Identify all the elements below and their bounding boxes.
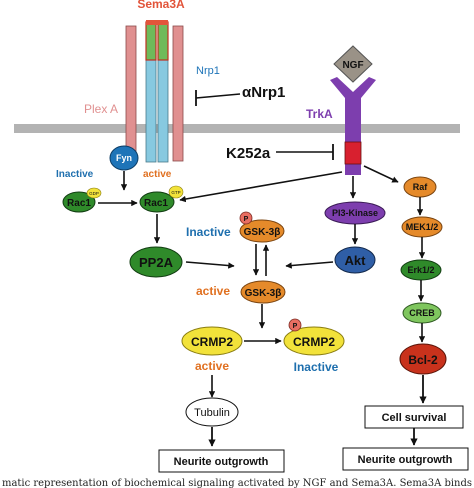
gsk-active-label: GSK-3β — [245, 288, 282, 299]
trka-label: TrkA — [306, 107, 333, 121]
phospho-gsk-badge — [239, 211, 253, 225]
arrow-akt-to-gsk — [285, 261, 334, 269]
inactive-crmp2-label: Inactive — [294, 360, 339, 374]
neurite-outgrowth-right-label: Neurite outgrowth — [358, 454, 453, 466]
gdp-node — [86, 187, 102, 199]
gtp-label: GTP — [171, 190, 180, 195]
sema3a-label: Sema3A — [137, 0, 185, 11]
akt-node — [334, 246, 376, 274]
inactive-rac1-label: Inactive — [56, 169, 94, 180]
tubulin-node — [185, 397, 239, 427]
k252a-label: K252a — [226, 145, 271, 162]
rac1-active-node — [139, 191, 175, 213]
plexa-right-bar — [172, 25, 184, 162]
arrow-trka-to-raf — [363, 165, 399, 183]
rac1-active-label: Rac1 — [144, 198, 168, 209]
creb-label: CREB — [409, 308, 435, 318]
crmp2-active-label: CRMP2 — [191, 335, 233, 349]
fyn-node — [109, 145, 139, 171]
cell-survival-label: Cell survival — [382, 412, 447, 424]
tubulin-label: Tubulin — [194, 407, 230, 419]
gdp-label: GDP — [89, 191, 99, 196]
active-crmp2-label: active — [195, 359, 229, 373]
gsk-inactive-node — [239, 219, 285, 243]
sema3a-ligand-left — [145, 21, 157, 61]
figure-caption: matic representation of biochemical sign… — [2, 478, 472, 488]
neurite-outgrowth-left-label: Neurite outgrowth — [174, 456, 269, 468]
pi3k-label: PI3-Kinase — [332, 208, 378, 218]
crmp2-inactive-label: CRMP2 — [293, 335, 335, 349]
inactive-gsk-label: Inactive — [186, 225, 231, 239]
gsk-inactive-label: GSK-3β — [244, 227, 281, 238]
rac1-inactive-label: Rac1 — [67, 198, 91, 209]
rac1-inactive-node — [62, 191, 96, 213]
ngf-label: NGF — [342, 60, 363, 71]
arrow-pp2a-to-gsk — [185, 261, 235, 269]
crmp2-active-node — [181, 326, 243, 356]
gsk-active-node — [240, 280, 286, 304]
mek-label: MEK1/2 — [406, 222, 439, 232]
active-gsk-label: active — [196, 284, 230, 298]
phospho-gsk-label: P — [244, 216, 249, 223]
neurite-outgrowth-right-box — [342, 447, 469, 471]
cell-membrane — [14, 124, 460, 133]
pp2a-label: PP2A — [139, 255, 174, 270]
ngf-diamond — [333, 45, 373, 83]
anti-nrp1-inhibition-line — [195, 93, 241, 99]
plexa-left-bar — [125, 25, 137, 162]
phospho-crmp2-label: P — [293, 323, 298, 330]
nrp1-label: Nrp1 — [196, 65, 220, 77]
trka-kinase-domain — [344, 141, 362, 165]
phospho-crmp2-badge — [288, 318, 302, 332]
raf-label: Raf — [413, 182, 429, 192]
active-rac1-label: active — [143, 169, 172, 180]
anti-nrp1-label: αNrp1 — [242, 84, 285, 101]
sema3a-bridge — [146, 20, 168, 25]
bcl2-label: Bcl-2 — [408, 353, 438, 367]
pp2a-node — [129, 246, 183, 278]
trka-receptor — [330, 77, 376, 175]
crmp2-inactive-node — [283, 326, 345, 356]
arrow-trka-to-rac1 — [179, 171, 343, 203]
gtp-node — [168, 185, 184, 199]
fyn-label: Fyn — [116, 153, 132, 163]
neurite-outgrowth-left-box — [158, 449, 285, 473]
sema3a-ligand-right — [157, 21, 169, 61]
bcl2-node — [399, 343, 447, 375]
akt-label: Akt — [345, 253, 367, 268]
erk-label: Erk1/2 — [407, 265, 434, 275]
plexa-label: Plex A — [84, 102, 118, 116]
